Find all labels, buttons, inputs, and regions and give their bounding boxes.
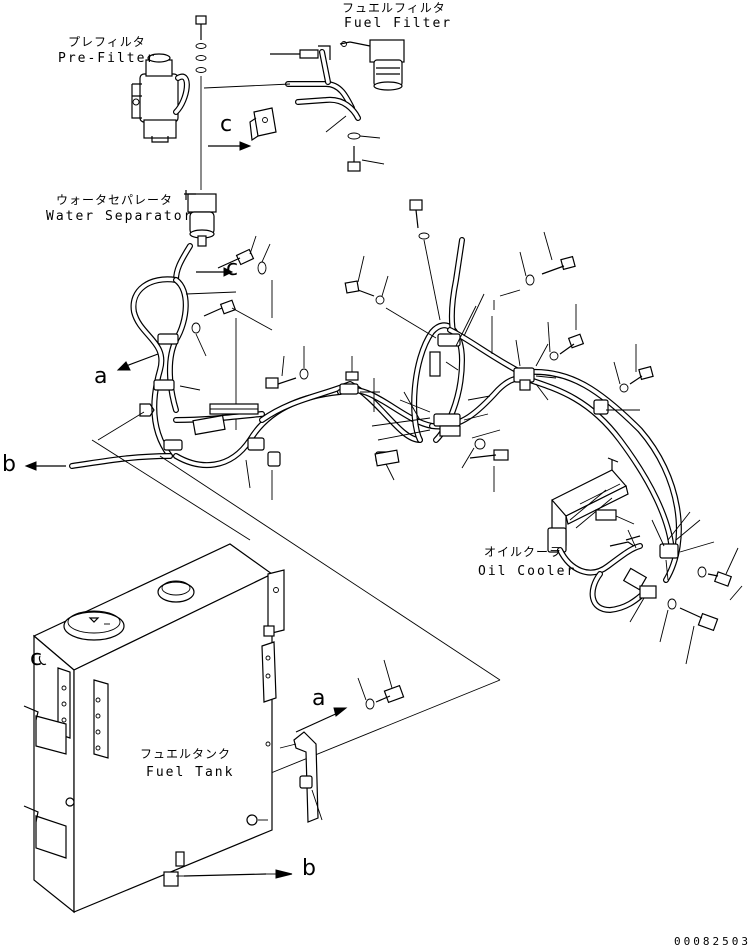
callout-c-top: c: [220, 112, 233, 137]
part-number: 00082503: [674, 935, 751, 948]
pre-filter-label-jp: プレフィルタ: [68, 35, 146, 49]
pre-filter-label-en: Pre-Filter: [58, 51, 157, 66]
water-separator-label-en: Water Separator: [46, 209, 194, 224]
water-separator-label-jp: ウォータセパレータ: [56, 193, 174, 207]
callout-c-mid: c: [226, 256, 239, 281]
oil-cooler: [547, 457, 635, 553]
callout-a-left: a: [94, 364, 108, 389]
oil-cooler-label-jp: オイルクーラ: [484, 545, 563, 559]
callout-b-left: b: [2, 452, 16, 477]
top-bolt: [195, 15, 207, 190]
fuel-filter-assembly: [339, 39, 405, 91]
pre-filter-assembly: [131, 53, 179, 143]
callout-c-tank: c: [30, 646, 43, 671]
fuel-tank-label-jp: フュエルタンク: [140, 747, 232, 761]
fuel-tank: [23, 543, 285, 914]
level-bracket: [279, 731, 323, 823]
water-separator: [184, 190, 217, 247]
fuel-tank-label-en: Fuel Tank: [146, 765, 235, 780]
bracket-c: [249, 107, 277, 142]
fuel-filter-label-en: Fuel Filter: [344, 16, 453, 31]
callout-b-tank: b: [302, 856, 316, 881]
oil-cooler-label-en: Oil Cooler: [478, 564, 577, 579]
callout-a-tank: a: [312, 686, 326, 711]
fuel-filter-label-jp: フュエルフィルタ: [342, 1, 446, 15]
